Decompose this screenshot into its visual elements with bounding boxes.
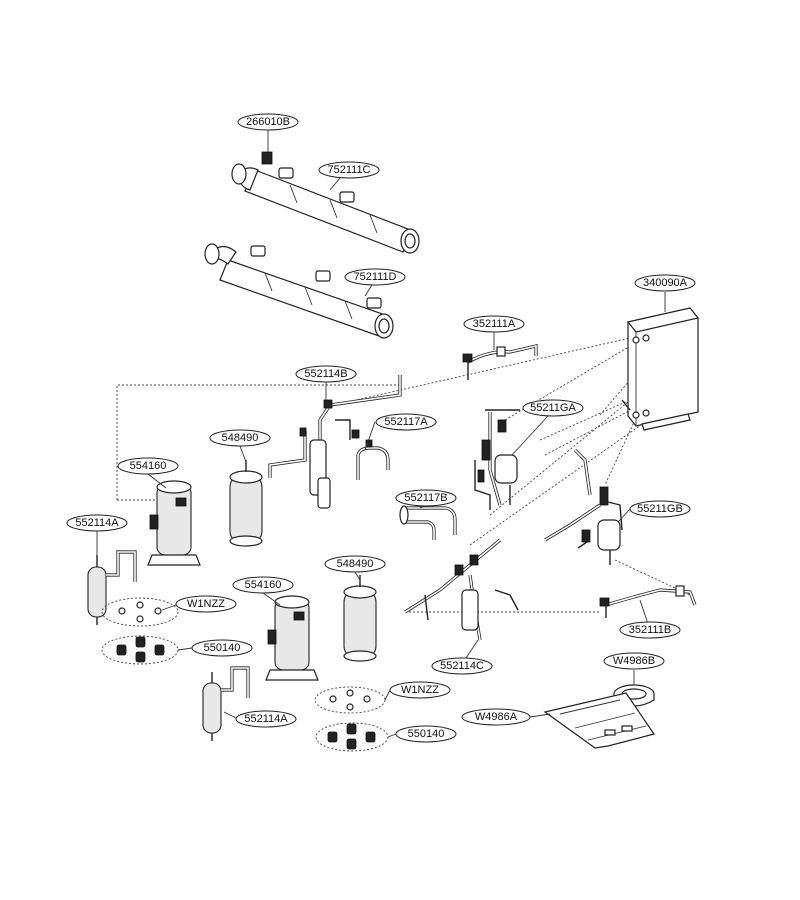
part-tag-352111B: 352111B	[619, 621, 681, 639]
part-tag-552114A-upper: 552114A	[66, 514, 128, 532]
part-tag-552114A-lower: 552114A	[235, 710, 297, 728]
part-label-550140-upper: 550140	[204, 642, 241, 654]
part-label-352111B: 352111B	[629, 624, 671, 636]
part-tag-552114B: 552114B	[295, 365, 357, 383]
part-tag-W4986A: W4986A	[461, 708, 531, 726]
part-tag-554160-upper: 554160	[117, 457, 179, 475]
part-tag-W1NZZ-lower: W1NZZ	[389, 681, 451, 699]
part-tag-W4986B: W4986B	[603, 652, 665, 670]
part-label-548490-lower: 548490	[337, 558, 374, 570]
part-label-554160-lower: 554160	[245, 579, 282, 591]
part-tag-554160-lower: 554160	[232, 576, 294, 594]
part-tag-548490-upper: 548490	[209, 429, 271, 447]
header-pipe-upper	[231, 151, 420, 254]
part-label-552114A-upper: 552114A	[75, 517, 119, 529]
part-label-552117A: 552117A	[384, 416, 428, 428]
part-label-550140-lower: 550140	[408, 728, 445, 740]
compressor-lower	[265, 595, 319, 681]
part-tag-552117B: 552117B	[395, 489, 457, 507]
part-label-55211GB: 55211GB	[637, 503, 683, 515]
part-tag-W1NZZ-upper: W1NZZ	[175, 595, 237, 613]
part-label-352111A: 352111A	[473, 318, 516, 330]
pipe-assembly-b	[268, 375, 402, 509]
part-label-55211GA: 55211GA	[530, 402, 576, 414]
accumulator-upper	[229, 460, 263, 547]
accumulator-lower	[343, 575, 377, 662]
part-label-W1NZZ-lower: W1NZZ	[401, 684, 439, 696]
part-tag-552114C: 552114C	[431, 657, 493, 675]
part-label-552117B: 552117B	[404, 492, 447, 504]
part-tag-55211GB: 55211GB	[629, 500, 691, 518]
part-label-552114A-lower: 552114A	[244, 713, 288, 725]
part-tag-548490-lower: 548490	[324, 555, 386, 573]
part-tag-352111A: 352111A	[463, 315, 525, 333]
u-pipe-a	[356, 439, 390, 480]
part-tag-550140-lower: 550140	[395, 725, 457, 743]
part-label-552114C: 552114C	[440, 660, 484, 672]
part-label-340090A: 340090A	[643, 277, 688, 289]
part-tag-552117A: 552117A	[375, 413, 437, 431]
part-label-752111C: 752111C	[327, 164, 370, 176]
part-label-W4986B: W4986B	[613, 655, 655, 667]
capillary-assembly-a	[462, 343, 538, 380]
compressor-upper	[147, 480, 201, 566]
plate-heat-exchanger	[621, 307, 700, 431]
valve-assembly-ga	[474, 409, 520, 510]
part-tag-266010B: 266010B	[237, 113, 299, 131]
part-label-W4986A: W4986A	[475, 711, 518, 723]
capillary-assembly-b	[599, 585, 697, 618]
part-tag-752111C: 752111C	[318, 161, 380, 179]
part-label-554160-upper: 554160	[130, 460, 167, 472]
part-label-W1NZZ-upper: W1NZZ	[187, 598, 225, 610]
receiver-lower	[202, 666, 250, 741]
part-tag-752111D: 752111D	[344, 268, 406, 286]
part-label-548490-upper: 548490	[222, 432, 259, 444]
pipe-assembly-c	[404, 538, 519, 641]
header-pipe-lower	[204, 243, 394, 339]
part-tag-340090A: 340090A	[634, 274, 696, 292]
base-plate	[543, 692, 655, 749]
part-tag-55211GA: 55211GA	[522, 399, 584, 417]
part-tag-550140-upper: 550140	[191, 639, 253, 657]
receiver-upper	[87, 550, 137, 625]
part-label-552114B: 552114B	[304, 368, 347, 380]
bent-pipe-b	[399, 505, 457, 540]
valve-assembly-gb	[544, 448, 623, 565]
mount-set-lower	[314, 686, 389, 752]
assembly-guide-lines	[116, 337, 691, 613]
part-label-266010B: 266010B	[246, 116, 290, 128]
part-label-752111D: 752111D	[353, 271, 396, 283]
